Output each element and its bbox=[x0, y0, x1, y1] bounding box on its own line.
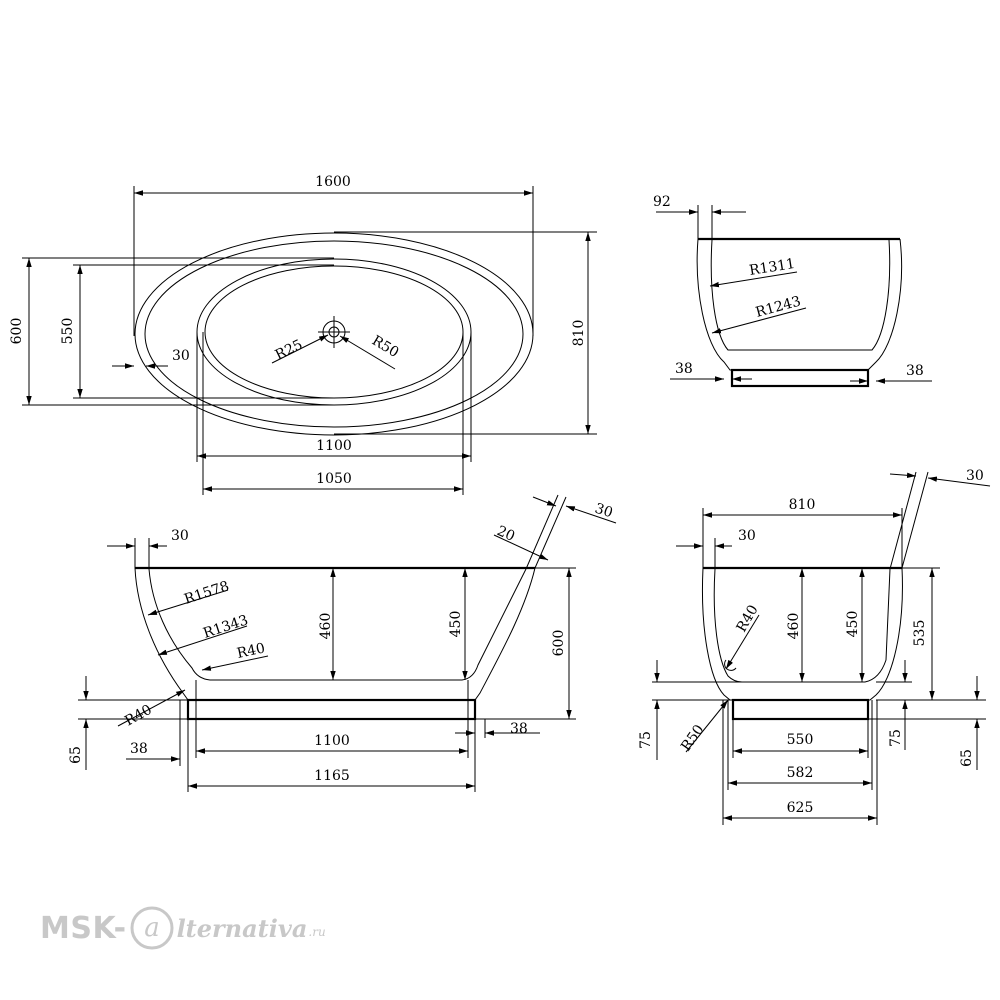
dim-38-left-side: 38 bbox=[130, 741, 148, 757]
end-view-top: 92 R1311 R1243 38 38 bbox=[653, 194, 932, 388]
dim-625-end: 625 bbox=[787, 800, 814, 816]
dim-450-side: 450 bbox=[448, 611, 464, 638]
dim-r40-end: R40 bbox=[734, 602, 762, 635]
dim-30-wall-end: 30 bbox=[966, 468, 984, 484]
dim-65-side: 65 bbox=[68, 746, 84, 764]
dim-460-side: 460 bbox=[318, 613, 334, 640]
dim-r1343: R1343 bbox=[201, 612, 250, 641]
dim-92: 92 bbox=[653, 194, 671, 210]
dim-r1311: R1311 bbox=[748, 256, 796, 279]
dim-30-end: 30 bbox=[738, 528, 756, 544]
dim-810-top: 810 bbox=[571, 320, 587, 347]
watermark-prefix: MSK- bbox=[40, 910, 127, 946]
dim-65-right-end: 65 bbox=[959, 749, 975, 767]
dim-38-right-side: 38 bbox=[510, 721, 528, 737]
dim-75-left-end: 75 bbox=[638, 731, 654, 749]
dim-38-left-end: 38 bbox=[675, 361, 693, 377]
dim-r1243: R1243 bbox=[754, 293, 803, 320]
dim-30-side: 30 bbox=[171, 528, 189, 544]
watermark-suffix: lternativa bbox=[176, 913, 308, 943]
dim-550-top: 550 bbox=[60, 318, 76, 345]
watermark-at-logo-icon: a bbox=[130, 906, 174, 950]
dim-535-end: 535 bbox=[912, 620, 928, 647]
side-inner-profile bbox=[148, 568, 527, 681]
dim-1100-top: 1100 bbox=[316, 438, 352, 454]
dim-r40-outer-side: R40 bbox=[122, 702, 155, 730]
svg-text:a: a bbox=[144, 913, 160, 943]
dim-582-end: 582 bbox=[787, 765, 814, 781]
dim-810-end: 810 bbox=[789, 497, 816, 513]
end-view-bottom: 810 30 30 R40 460 450 535 75 R5 bbox=[638, 468, 991, 825]
watermark: MSK- a lternativa .ru bbox=[40, 898, 326, 958]
dim-r25: R25 bbox=[273, 337, 306, 364]
top-view: 1600 600 550 810 30 R25 R50 1100 1050 bbox=[9, 174, 597, 495]
dim-550-end: 550 bbox=[787, 732, 814, 748]
dim-1050-top: 1050 bbox=[316, 471, 352, 487]
side-base bbox=[186, 698, 477, 721]
dim-30-rim: 30 bbox=[172, 348, 190, 364]
side-view: 30 R1578 R1343 R40 R40 460 450 600 20 30 bbox=[68, 494, 617, 792]
dim-30-wall-side: 30 bbox=[593, 501, 615, 522]
dim-20: 20 bbox=[494, 523, 517, 545]
dim-460-end: 460 bbox=[786, 613, 802, 640]
dim-r50-end: R50 bbox=[678, 722, 707, 754]
dim-r1578: R1578 bbox=[182, 578, 231, 607]
dim-38-right-end: 38 bbox=[906, 363, 924, 379]
watermark-tld: .ru bbox=[308, 925, 326, 939]
end-inner-profile bbox=[710, 239, 891, 351]
dim-450-end: 450 bbox=[845, 611, 861, 638]
end2-inner-profile bbox=[713, 568, 891, 683]
dim-75-right-end: 75 bbox=[888, 729, 904, 747]
dim-600-side: 600 bbox=[551, 630, 567, 657]
dim-1100-side: 1100 bbox=[314, 733, 350, 749]
dim-1165-side: 1165 bbox=[314, 768, 350, 784]
outer-rim-inner-edge bbox=[144, 240, 524, 428]
dim-r40-inner-side: R40 bbox=[236, 640, 267, 662]
dim-1600: 1600 bbox=[315, 174, 351, 190]
end2-base bbox=[731, 698, 870, 721]
dim-600-top: 600 bbox=[9, 318, 25, 345]
end-base bbox=[730, 368, 870, 388]
